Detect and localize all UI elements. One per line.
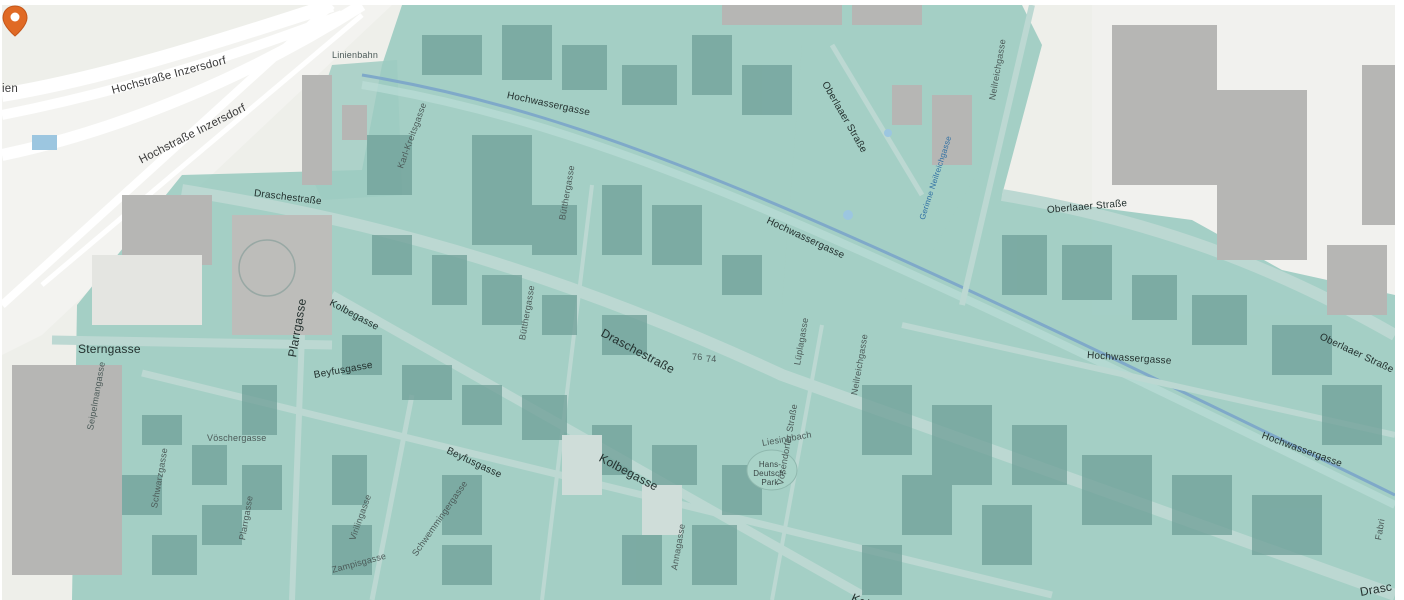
location-pin-icon[interactable] xyxy=(2,5,28,37)
street-label: Sterngasse xyxy=(78,342,141,356)
house-number: 74 xyxy=(706,354,717,364)
area-label: ien xyxy=(2,83,18,95)
rail-label: Linienbahn xyxy=(332,50,379,60)
map-view[interactable]: Hochstraße Inzersdorf Hochstraße Inzersd… xyxy=(2,5,1395,600)
house-number: 76 xyxy=(692,352,703,362)
street-label: Vöschergasse xyxy=(207,433,267,443)
park-label: Hans-Deutsch-Park xyxy=(753,460,787,487)
map-canvas xyxy=(2,5,1395,600)
